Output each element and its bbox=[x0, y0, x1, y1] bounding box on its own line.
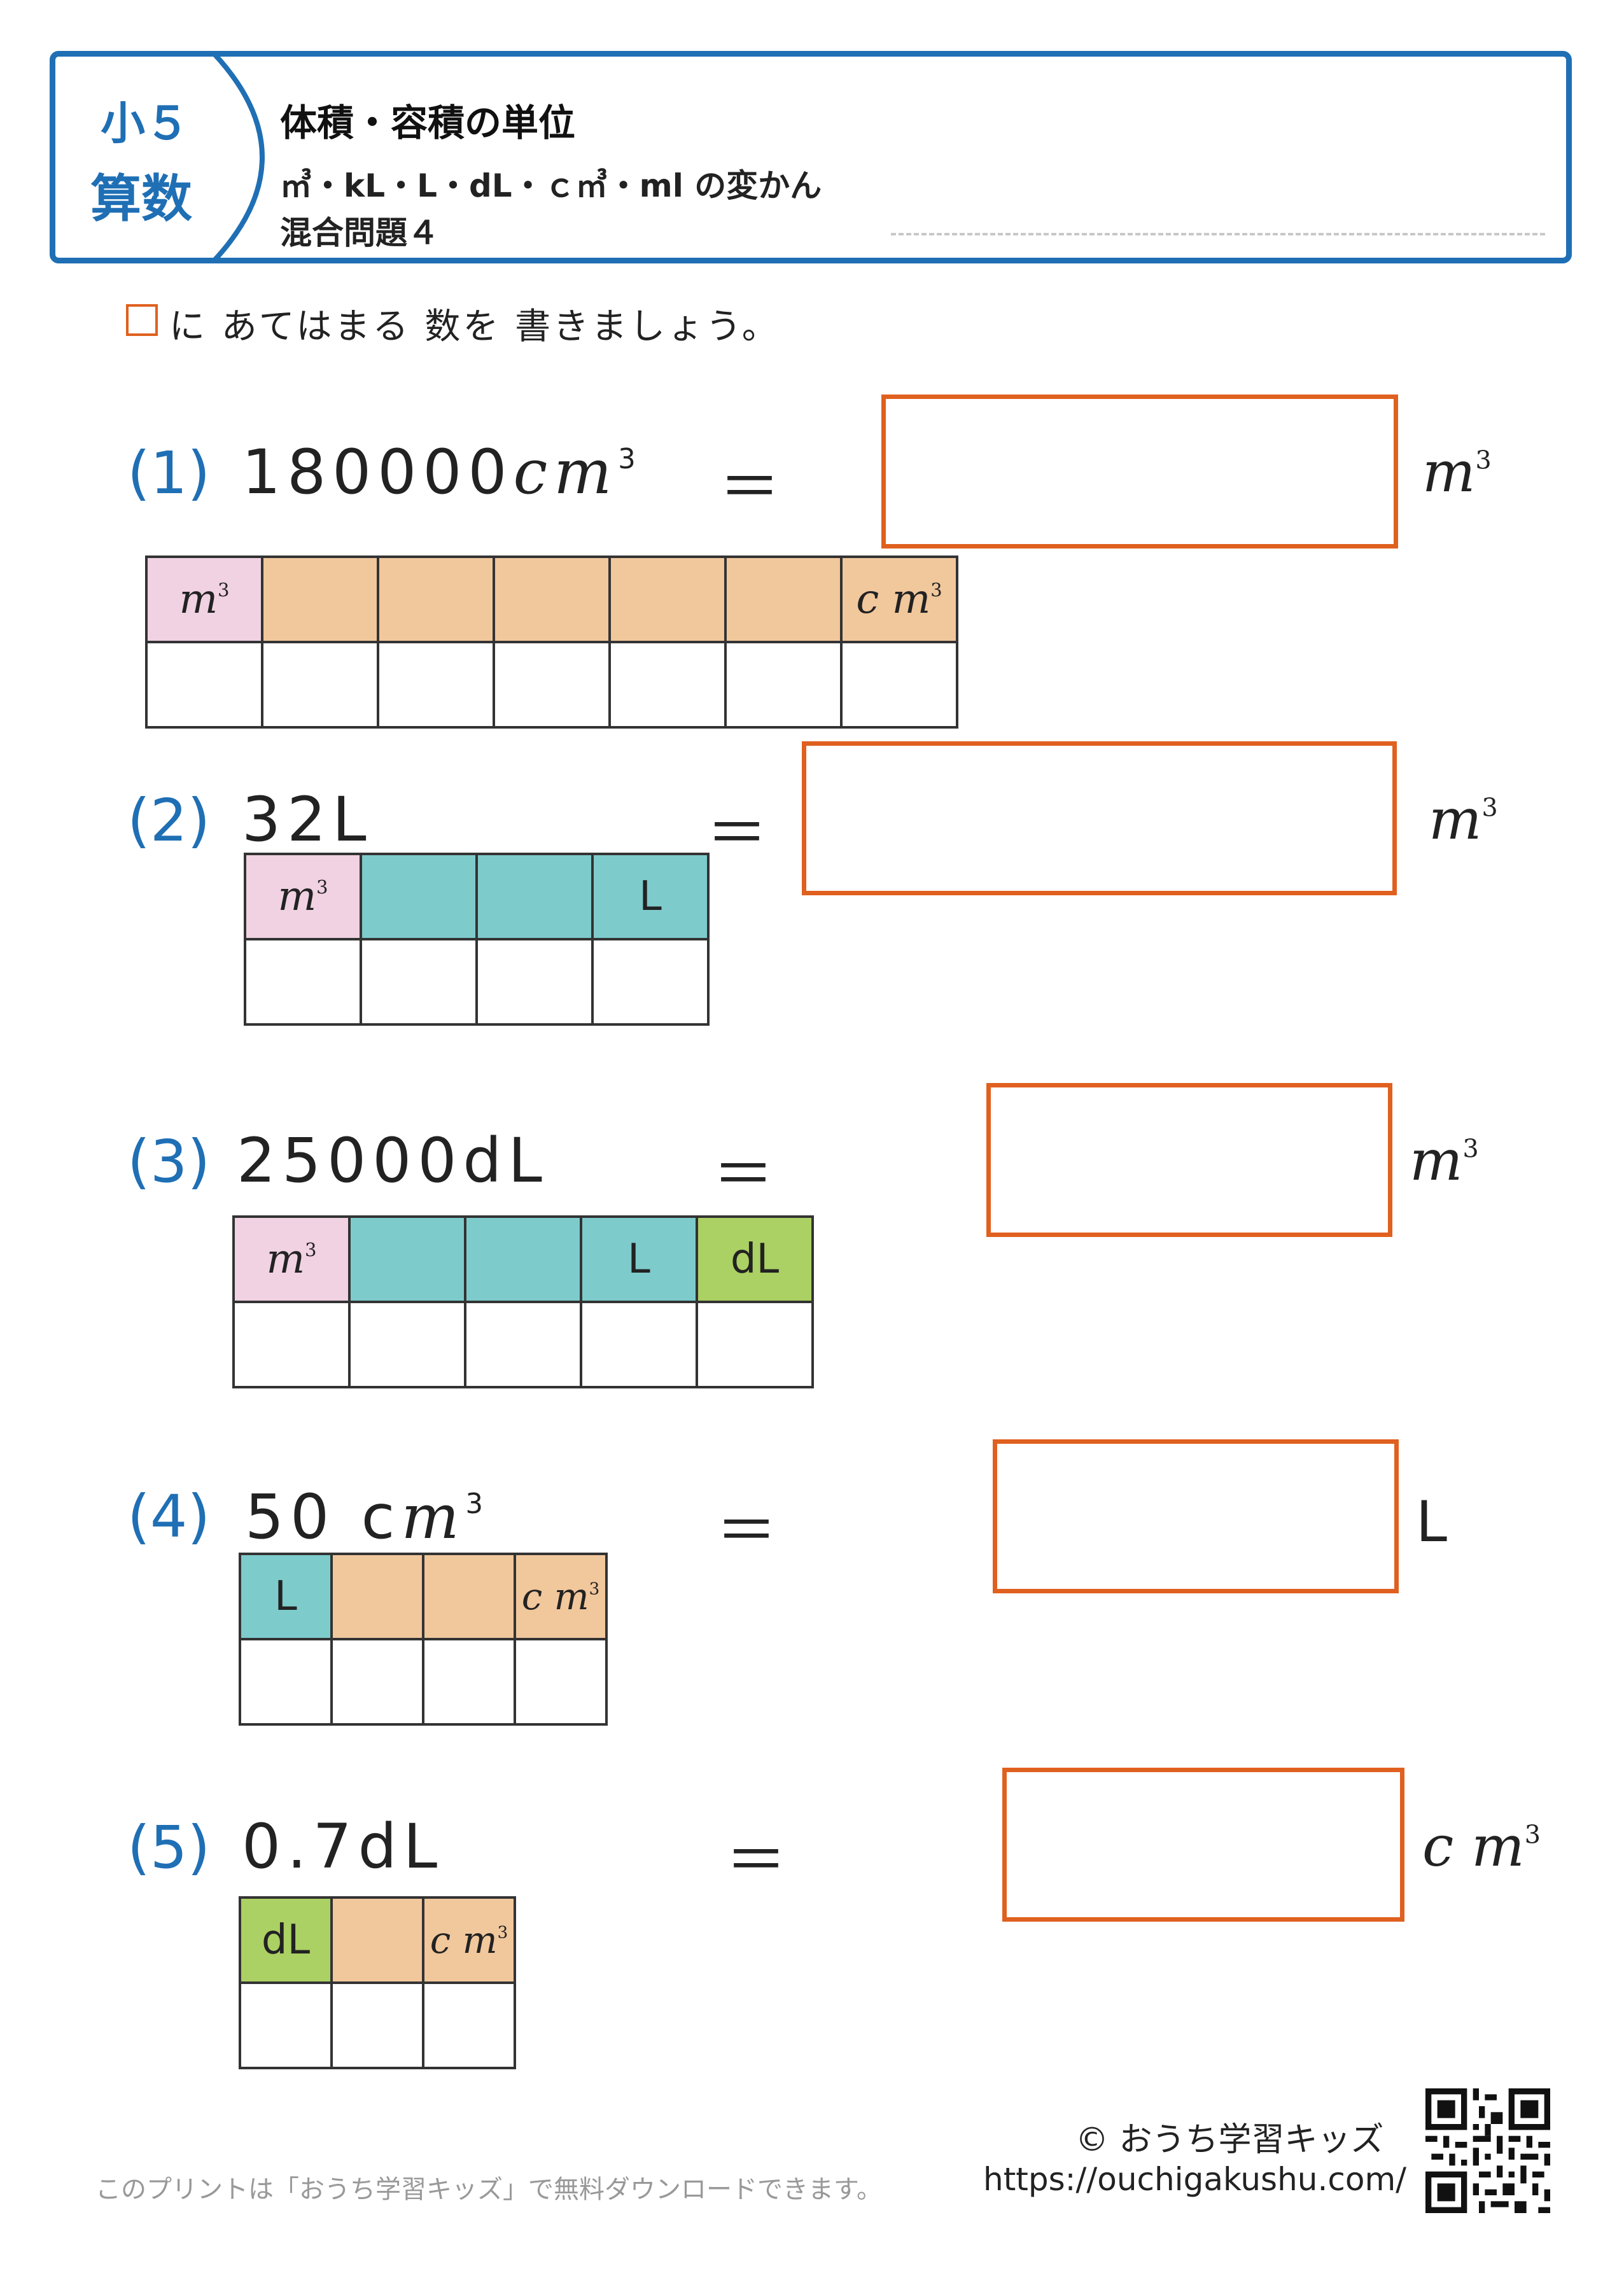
digit-cell[interactable] bbox=[330, 1981, 424, 2069]
header-cm3: c m3 bbox=[840, 556, 958, 643]
problem-5-answer-unit: c m3 bbox=[1422, 1813, 1541, 1879]
digit-cell[interactable] bbox=[239, 1981, 333, 2069]
header-L: L bbox=[580, 1215, 698, 1303]
problem-3-answer-unit: m3 bbox=[1410, 1128, 1479, 1193]
digit-cell[interactable] bbox=[360, 938, 478, 1026]
problem-5-equals: ＝ bbox=[725, 1825, 787, 1896]
header-cm3: c m3 bbox=[514, 1553, 608, 1640]
instruction-box-icon bbox=[126, 304, 158, 336]
header-blank bbox=[608, 556, 727, 643]
header-L: L bbox=[591, 853, 710, 940]
problem-5-number: (5) bbox=[127, 1813, 211, 1882]
footer-url[interactable]: https://ouchigakushu.com/ bbox=[983, 2161, 1407, 2198]
digit-cell[interactable] bbox=[514, 1638, 608, 1726]
header-blank bbox=[330, 1553, 424, 1640]
header-L: L bbox=[239, 1553, 333, 1640]
problem-2-answer-unit: m3 bbox=[1429, 786, 1498, 852]
problem-1-answer-unit: m3 bbox=[1422, 439, 1492, 505]
header-m3: m3 bbox=[244, 853, 362, 940]
header-frame bbox=[50, 51, 1572, 263]
header-blank bbox=[377, 556, 495, 643]
header-blank bbox=[493, 556, 611, 643]
problem-1-number: (1) bbox=[127, 439, 211, 507]
problem-1-equals: ＝ bbox=[719, 452, 780, 523]
header-blank bbox=[261, 556, 379, 643]
header-divider-curve bbox=[212, 52, 265, 263]
problem-4-answer-unit: L bbox=[1416, 1489, 1448, 1555]
problem-1-expression: 180000cm3 bbox=[242, 437, 642, 508]
footer-note: このプリントは「おうち学習キッズ」で無料ダウンロードできます。 bbox=[95, 2175, 882, 2204]
digit-cell[interactable] bbox=[580, 1301, 698, 1388]
problem-3-place-table: m3 L dL bbox=[232, 1215, 814, 1388]
header-m3: m3 bbox=[145, 556, 263, 643]
problem-4-answer-box[interactable] bbox=[993, 1439, 1399, 1593]
problem-4-equals: ＝ bbox=[716, 1495, 777, 1567]
header-blank bbox=[475, 853, 594, 940]
digit-cell[interactable] bbox=[232, 1301, 351, 1388]
name-line bbox=[891, 233, 1545, 235]
digit-cell[interactable] bbox=[696, 1301, 814, 1388]
header-cm3: c m3 bbox=[422, 1896, 516, 1984]
digit-cell[interactable] bbox=[591, 938, 710, 1026]
header-blank bbox=[348, 1215, 466, 1303]
header-blank bbox=[724, 556, 843, 643]
digit-cell[interactable] bbox=[244, 938, 362, 1026]
digit-cell[interactable] bbox=[608, 641, 727, 729]
problem-2-place-table: m3 L bbox=[244, 853, 710, 1026]
header-m3: m3 bbox=[232, 1215, 351, 1303]
digit-cell[interactable] bbox=[493, 641, 611, 729]
header-blank bbox=[360, 853, 478, 940]
problem-2-expression: 32L bbox=[242, 784, 373, 855]
worksheet-subtitle-2: 混合問題４ bbox=[280, 214, 439, 251]
worksheet-title: 体積・容積の単位 bbox=[280, 101, 576, 144]
problem-1-place-table: m3 c m3 bbox=[145, 556, 958, 729]
problem-1-answer-box[interactable] bbox=[881, 395, 1398, 549]
digit-cell[interactable] bbox=[330, 1638, 424, 1726]
problem-2-answer-box[interactable] bbox=[802, 741, 1397, 895]
problem-2-equals: ＝ bbox=[706, 798, 767, 869]
problem-4-number: (4) bbox=[127, 1483, 211, 1551]
problem-3-number: (3) bbox=[127, 1128, 211, 1196]
digit-cell[interactable] bbox=[422, 1981, 516, 2069]
problem-3-answer-box[interactable] bbox=[986, 1083, 1392, 1237]
header-blank bbox=[422, 1553, 516, 1640]
digit-cell[interactable] bbox=[145, 641, 263, 729]
digit-cell[interactable] bbox=[239, 1638, 333, 1726]
problem-5-answer-box[interactable] bbox=[1002, 1768, 1404, 1922]
problem-2-number: (2) bbox=[127, 786, 211, 855]
instruction-text: に あてはまる 数を 書きましょう。 bbox=[169, 306, 780, 347]
digit-cell[interactable] bbox=[724, 641, 843, 729]
footer-copyright: © おうち学習キッズ bbox=[1075, 2121, 1384, 2159]
header-blank bbox=[464, 1215, 582, 1303]
problem-5-expression: 0.7dL bbox=[242, 1811, 444, 1882]
problem-4-place-table: L c m3 bbox=[239, 1553, 608, 1726]
grade-label: 小５ bbox=[101, 97, 190, 150]
problem-5-place-table: dL c m3 bbox=[239, 1896, 516, 2069]
digit-cell[interactable] bbox=[377, 641, 495, 729]
digit-cell[interactable] bbox=[840, 641, 958, 729]
subject-label: 算数 bbox=[90, 169, 192, 228]
digit-cell[interactable] bbox=[422, 1638, 516, 1726]
digit-cell[interactable] bbox=[475, 938, 594, 1026]
qr-code-icon bbox=[1425, 2088, 1550, 2213]
header-dL: dL bbox=[239, 1896, 333, 1984]
digit-cell[interactable] bbox=[261, 641, 379, 729]
problem-3-expression: 25000dL bbox=[237, 1125, 549, 1196]
header-blank bbox=[330, 1896, 424, 1984]
problem-4-expression: 50 cm3 bbox=[245, 1481, 489, 1553]
problem-3-equals: ＝ bbox=[713, 1139, 774, 1210]
header-dL: dL bbox=[696, 1215, 814, 1303]
worksheet-subtitle: ㎥・kL・L・dL・ｃ㎥・ml の変かん bbox=[280, 167, 822, 204]
digit-cell[interactable] bbox=[464, 1301, 582, 1388]
digit-cell[interactable] bbox=[348, 1301, 466, 1388]
